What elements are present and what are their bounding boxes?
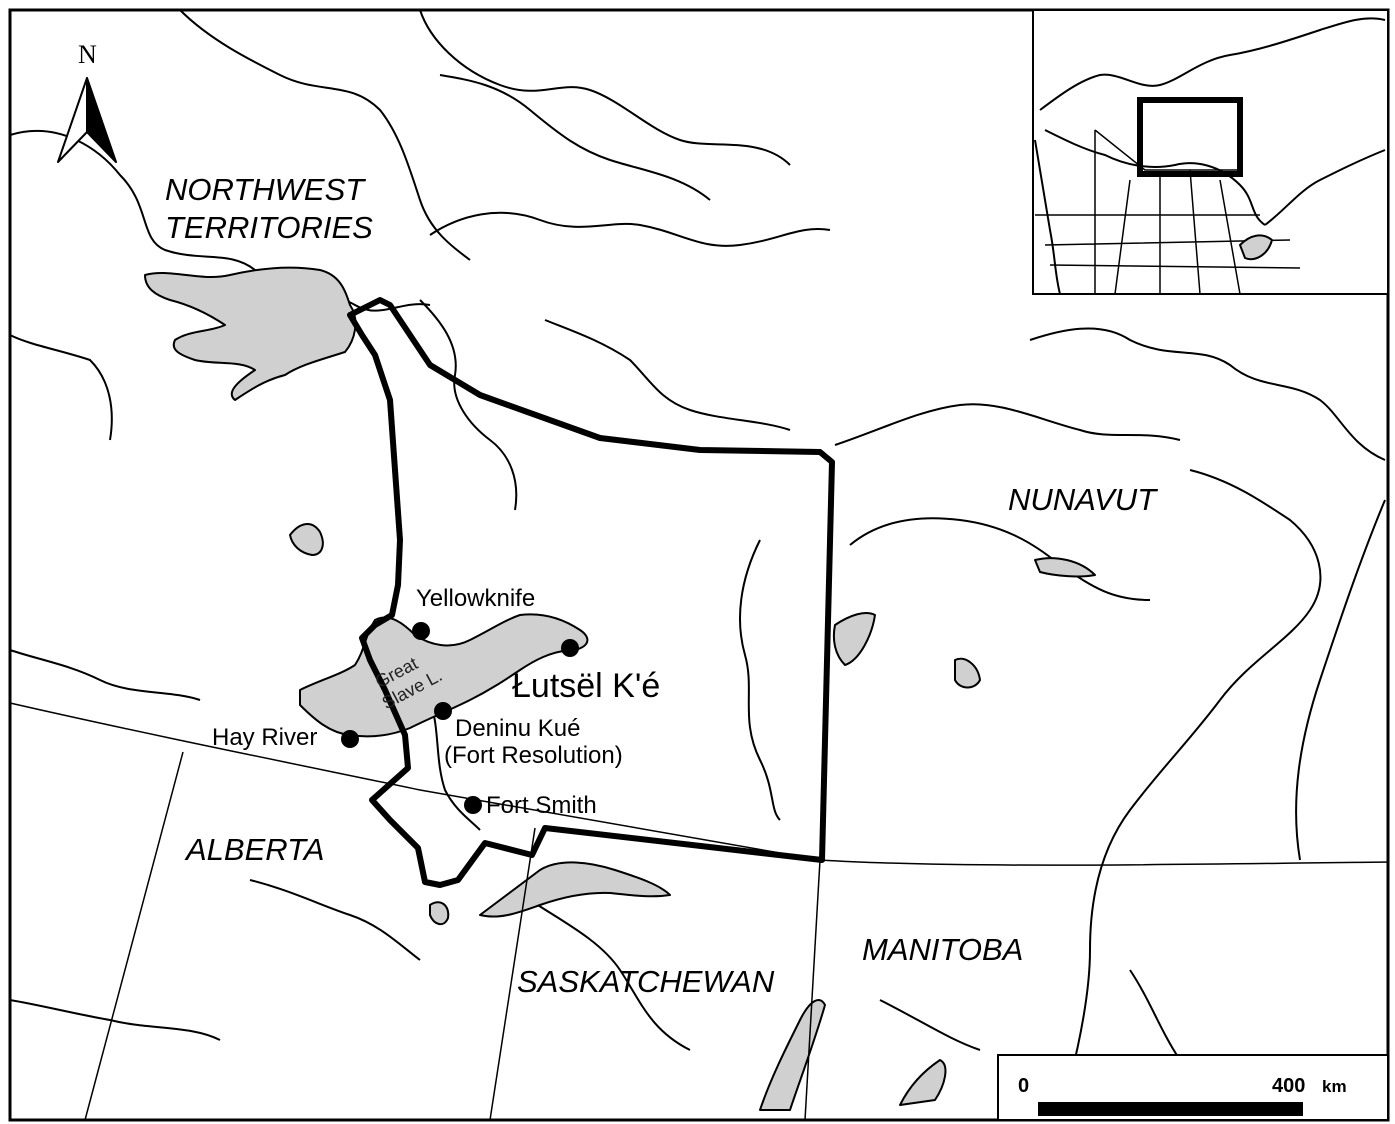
lake-d <box>1034 557 1096 578</box>
region-label-saskatchewan: SASKATCHEWAN <box>517 964 775 999</box>
deninu-kue-marker <box>434 702 452 720</box>
deninu-kue-label: Deninu Kué <box>455 715 580 742</box>
region-label-alberta: ALBERTA <box>184 832 324 867</box>
lutsel-ke-marker <box>561 639 579 657</box>
lake-g <box>429 901 450 926</box>
fort-resolution-label: (Fort Resolution) <box>444 742 623 769</box>
scale-bar-line <box>1038 1102 1303 1116</box>
inset-study-box <box>1137 97 1243 177</box>
study-area-outline <box>347 297 835 888</box>
bc-alberta-border <box>84 751 184 1121</box>
region-label-nwt-2: TERRITORIES <box>165 210 373 245</box>
lake-c <box>954 657 981 689</box>
hay-river-marker <box>341 730 359 748</box>
fort-smith-label: Fort Smith <box>486 792 597 819</box>
north-arrow: N <box>57 40 117 163</box>
hay-river-label: Hay River <box>212 724 317 751</box>
region-label-manitoba: MANITOBA <box>862 932 1023 967</box>
coastlines <box>9 9 1386 1081</box>
region-label-nunavut: NUNAVUT <box>1008 482 1158 517</box>
lake-label: Great Slave L. <box>372 653 446 713</box>
yellowknife-label: Yellowknife <box>416 585 535 612</box>
lake-athabasca <box>479 861 671 918</box>
scale-unit-label: km <box>1322 1077 1347 1096</box>
nwt-south-border <box>9 702 1389 866</box>
yellowknife-marker <box>412 622 430 640</box>
lakes <box>144 266 1096 1111</box>
alberta-sask-border <box>489 827 536 1121</box>
great-bear-lake <box>144 266 357 401</box>
north-label: N <box>78 40 97 69</box>
scale-start-label: 0 <box>1018 1075 1029 1097</box>
lake-a <box>289 523 324 556</box>
north-arrow-right-half <box>86 77 117 163</box>
settlements: Yellowknife Łutsël K'é Deninu Kué (Fort … <box>212 585 660 819</box>
region-labels: NORTHWEST TERRITORIES NUNAVUT ALBERTA SA… <box>165 172 1158 999</box>
boundaries <box>9 702 1389 1121</box>
scale-end-label: 400 <box>1272 1075 1305 1097</box>
lake-b <box>832 612 876 666</box>
inset-map <box>1032 9 1389 295</box>
inset-frame <box>1032 9 1389 295</box>
scale-bar: 0 400 km <box>997 1054 1389 1121</box>
sask-manitoba-border <box>804 859 821 1121</box>
fort-smith-marker <box>464 796 482 814</box>
great-slave-lake <box>299 613 589 738</box>
lake-e <box>759 999 826 1111</box>
lutsel-ke-label: Łutsël K'é <box>512 667 660 705</box>
lake-f <box>899 1059 947 1106</box>
region-label-nwt-1: NORTHWEST <box>165 172 366 207</box>
